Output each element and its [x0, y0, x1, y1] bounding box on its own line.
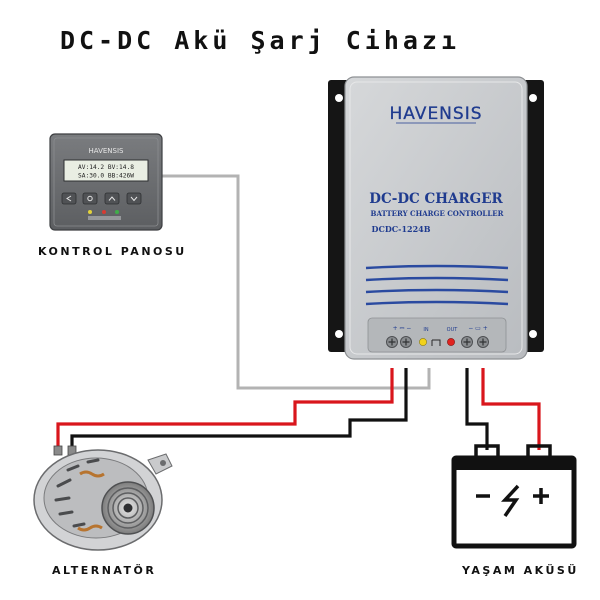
led-indicator-icon — [419, 338, 427, 346]
battery-negative-wire — [465, 368, 489, 450]
svg-text:+ ⎓ −: + ⎓ − — [393, 325, 412, 332]
charger-terminal — [400, 336, 412, 348]
charger-stripes — [365, 264, 509, 306]
charger-brand: HAVENSIS — [389, 104, 482, 124]
panel-button-down[interactable] — [126, 192, 142, 205]
panel-button-up[interactable] — [104, 192, 120, 205]
panel-display-line1: AV:14.2 BV:14.8 — [78, 164, 134, 171]
alternator-positive-wire — [56, 368, 394, 450]
panel-display-line2: SA:30.0 BB:426W — [78, 173, 134, 180]
alternator-negative-wire — [70, 368, 408, 450]
control-panel-label: KONTROL PANOSU — [38, 245, 187, 258]
charger-heading: DC-DC CHARGER — [369, 191, 503, 207]
house-battery-label: YAŞAM AKÜSÜ — [462, 564, 579, 577]
panel-button-ok[interactable] — [82, 192, 98, 205]
dc-dc-charger-unit: + ⎓ − − ▭ + IN OUT H — [328, 76, 544, 360]
battery-icon — [451, 444, 577, 549]
charger-subheading: BATTERY CHARGE CONTROLLER — [371, 209, 504, 218]
diagram-title: DC-DC Akü Şarj Cihazı — [59, 26, 461, 55]
signal-wire — [162, 174, 431, 390]
led-indicator-icon — [447, 338, 455, 346]
battery-positive-wire — [481, 368, 541, 450]
led-indicator-icon — [88, 210, 92, 214]
panel-brand: HAVENSIS — [88, 147, 124, 155]
panel-button-left[interactable] — [61, 192, 77, 205]
charger-out-label: OUT — [447, 327, 459, 333]
alternator-label: ALTERNATÖR — [52, 564, 157, 577]
control-panel-device: HAVENSIS AV:14.2 BV:14.8 SA:30.0 BB:426W — [49, 133, 163, 231]
charger-model: DCDC-1224B — [372, 224, 431, 234]
charger-terminal — [386, 336, 398, 348]
led-indicator-icon — [102, 210, 106, 214]
svg-text:− ▭ +: − ▭ + — [468, 325, 488, 332]
led-indicator-icon — [115, 210, 119, 214]
charger-terminal — [477, 336, 489, 348]
charger-terminal — [461, 336, 473, 348]
charger-in-label: IN — [423, 327, 428, 333]
panel-display — [63, 159, 149, 182]
alternator-icon — [33, 445, 173, 551]
